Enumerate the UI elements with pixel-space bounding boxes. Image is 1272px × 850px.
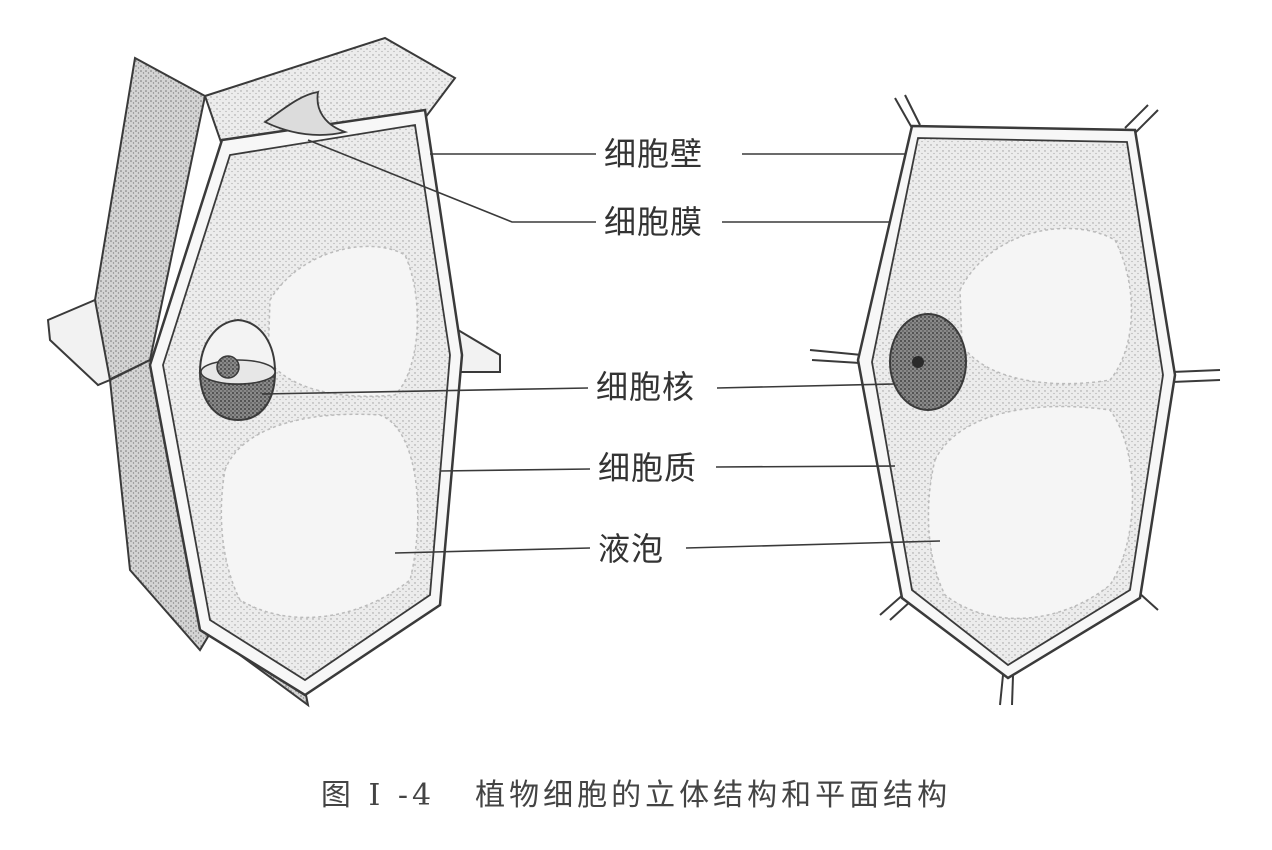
leader-vacuole-right <box>685 540 941 549</box>
wall-face-bottom-left <box>108 358 217 652</box>
figure-number: 图 I -4 <box>320 778 436 813</box>
wall-stub-2d-top-left <box>894 97 913 129</box>
cell-3d <box>46 36 501 708</box>
leader-nucleus-left <box>261 387 589 395</box>
wall-stub-2d-left <box>809 349 863 356</box>
wall-stub-2d-top-right <box>1132 109 1159 136</box>
vacuole-3d-lower <box>220 413 419 619</box>
wall-stub-right <box>456 328 501 373</box>
cell-2d <box>809 94 1221 706</box>
leader-cytoplasm-right <box>715 465 896 468</box>
vacuole-2d-upper <box>959 227 1133 385</box>
wall-stub-left <box>46 298 112 387</box>
nucleolus-2d <box>912 356 924 368</box>
leader-membrane-left <box>307 139 596 223</box>
leader-nucleus-right <box>716 383 896 389</box>
vacuole-3d-upper <box>267 245 419 397</box>
leader-cytoplasm-left <box>439 468 591 472</box>
label-cell-wall: 细胞壁 <box>600 134 708 174</box>
vacuole-2d-lower <box>927 405 1134 620</box>
nucleus-2d <box>889 313 967 411</box>
figure-caption: 图 I -4 植物细胞的立体结构和平面结构 <box>0 770 1272 814</box>
label-cell-membrane: 细胞膜 <box>600 202 708 242</box>
label-nucleus: 细胞核 <box>592 367 700 407</box>
wall-stub-2d-right <box>1171 369 1221 373</box>
wall-stub-2d-bottom <box>999 674 1004 706</box>
label-cytoplasm: 细胞质 <box>594 448 702 488</box>
label-vacuole: 液泡 <box>594 529 669 569</box>
membrane-flap <box>263 90 349 136</box>
nucleus-3d <box>198 318 277 422</box>
figure-title: 植物细胞的立体结构和平面结构 <box>475 778 952 813</box>
leader-vacuole-left <box>394 547 591 554</box>
